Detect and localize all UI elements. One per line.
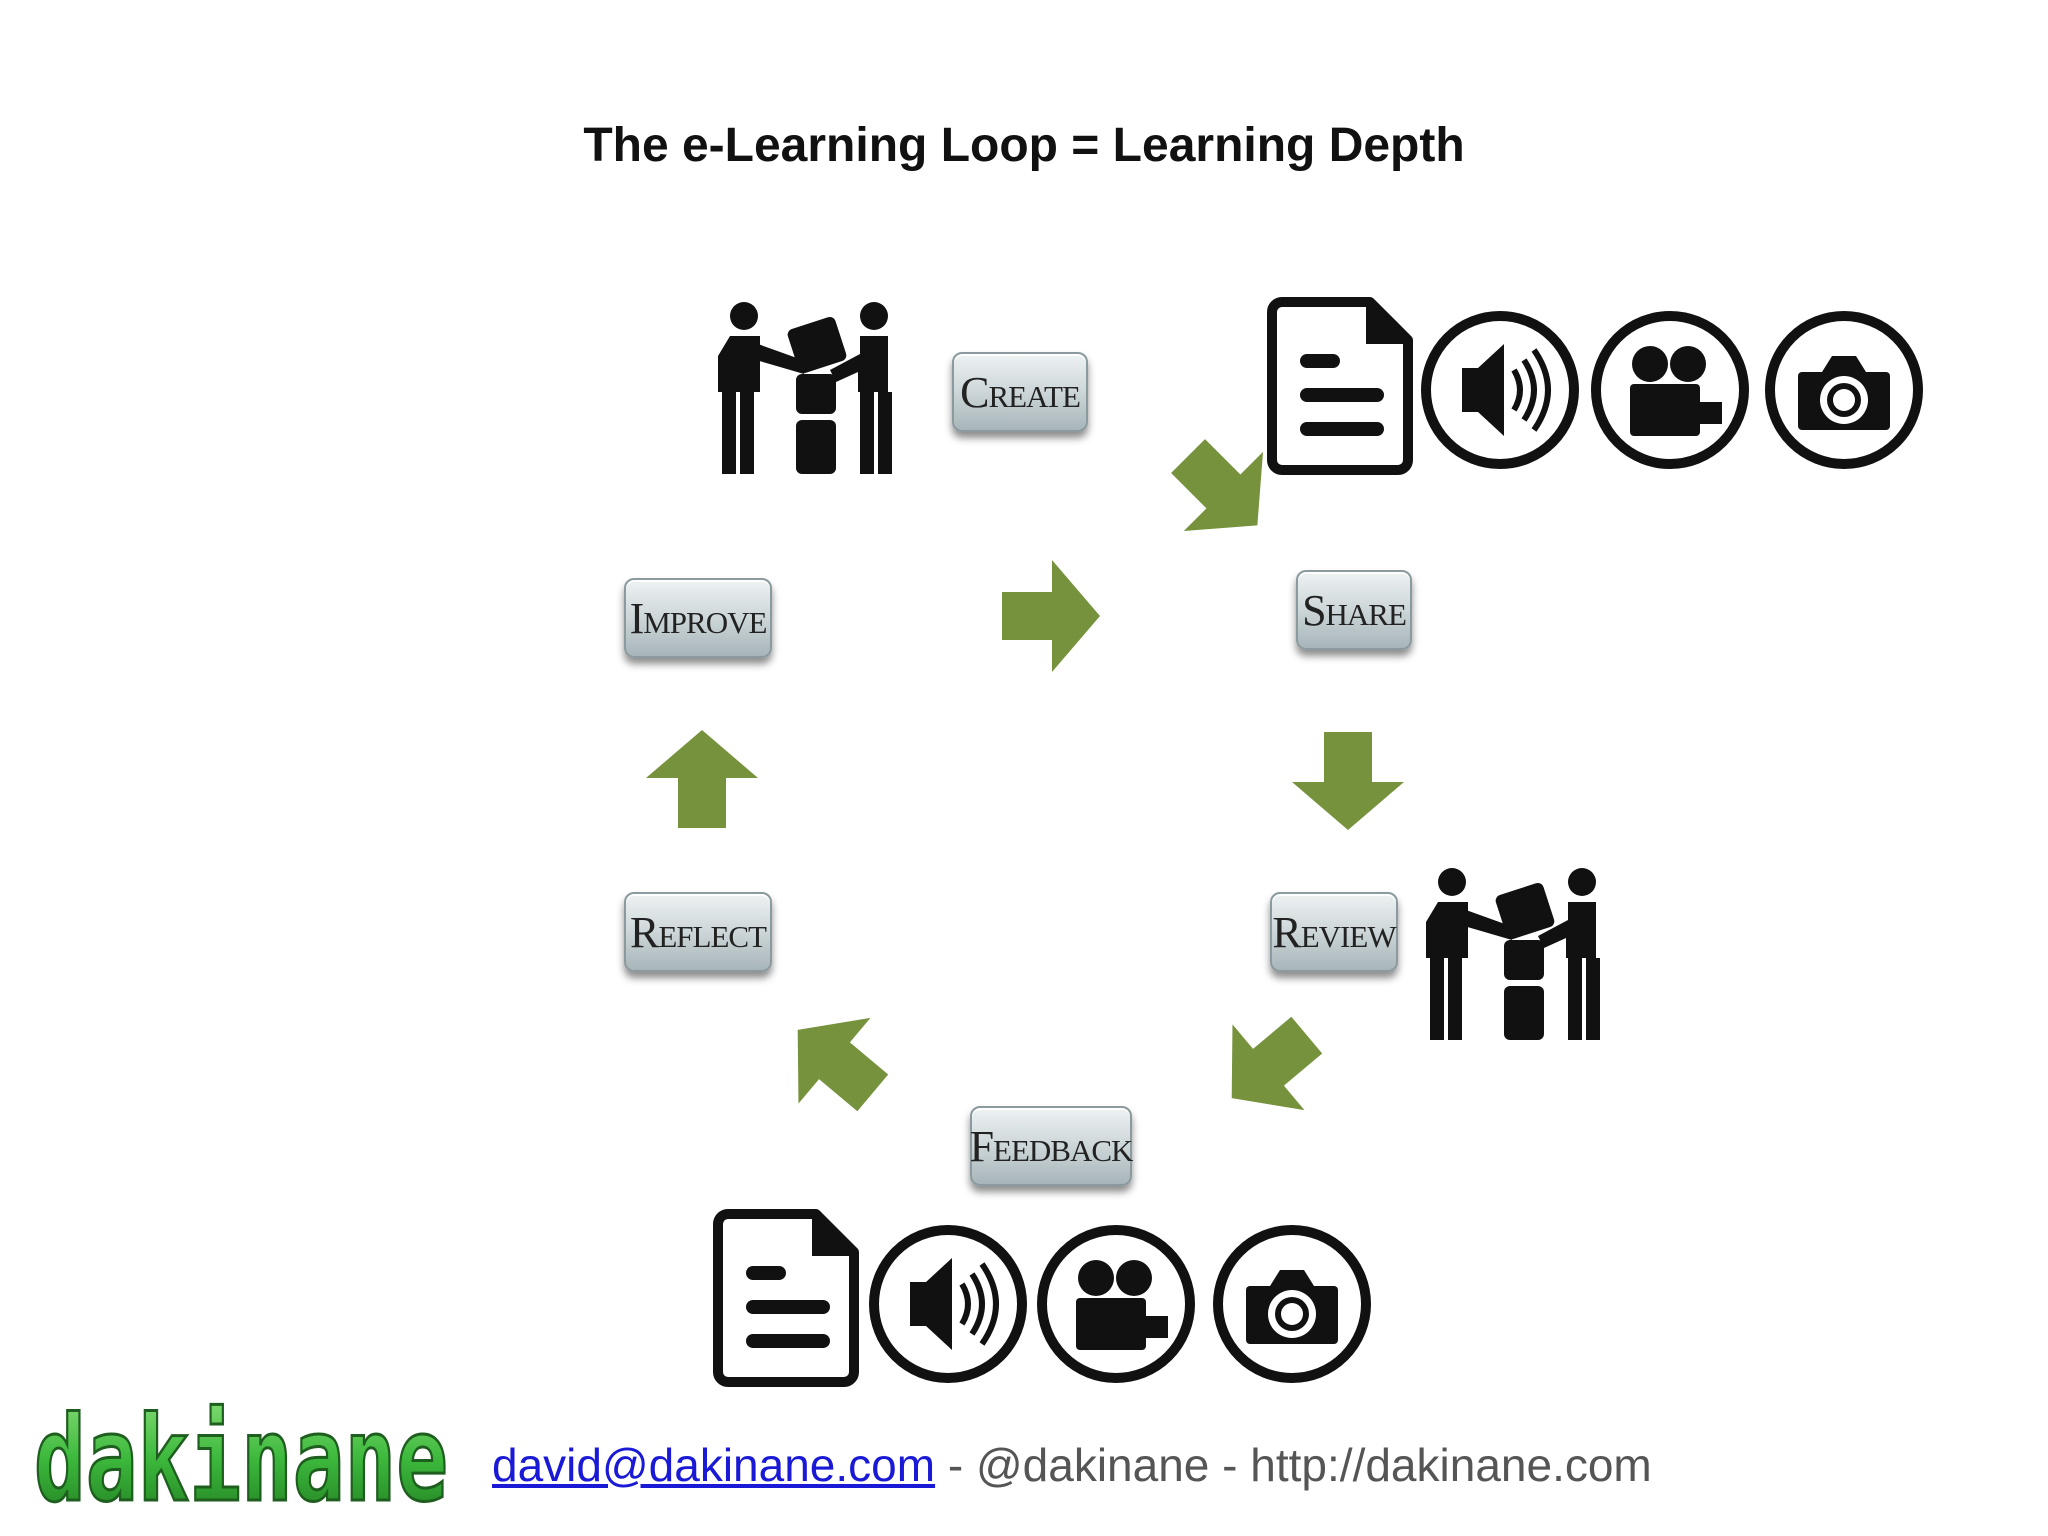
email-link[interactable]: david@dakinane.com [492,1439,936,1491]
dakinane-logo: dakinane [34,1392,450,1512]
audio-icon [874,1230,1022,1378]
people-collaborating-icon [718,302,892,474]
improve-button[interactable]: Improve [624,578,772,658]
review-button[interactable]: Review [1270,892,1398,972]
arrow-icon [761,986,909,1136]
footer-separator: - [935,1439,976,1491]
svg-text:dakinane: dakinane [34,1392,448,1512]
audio-icon [1426,316,1574,464]
video-camera-icon [1042,1230,1190,1378]
arrow-icon [1292,732,1404,830]
video-camera-icon [1596,316,1744,464]
create-button[interactable]: Create [952,352,1088,432]
arrow-icon [1195,992,1343,1142]
document-icon [1272,302,1408,470]
reflect-button[interactable]: Reflect [624,892,772,972]
feedback-button[interactable]: Feedback [970,1106,1133,1186]
arrow-icon [646,730,758,828]
share-button[interactable]: Share [1296,570,1412,650]
document-icon [718,1214,854,1382]
photo-camera-icon [1770,316,1918,464]
website-text: http://dakinane.com [1250,1439,1652,1491]
arrow-icon [1002,560,1100,672]
people-collaborating-icon [1426,868,1600,1040]
photo-camera-icon [1218,1230,1366,1378]
footer-separator: - [1209,1439,1251,1491]
footer-contact: david@dakinane.com - @dakinane - http://… [492,1438,1652,1492]
page-title: The e-Learning Loop = Learning Depth [583,119,1465,172]
twitter-handle: @dakinane [975,1439,1210,1491]
